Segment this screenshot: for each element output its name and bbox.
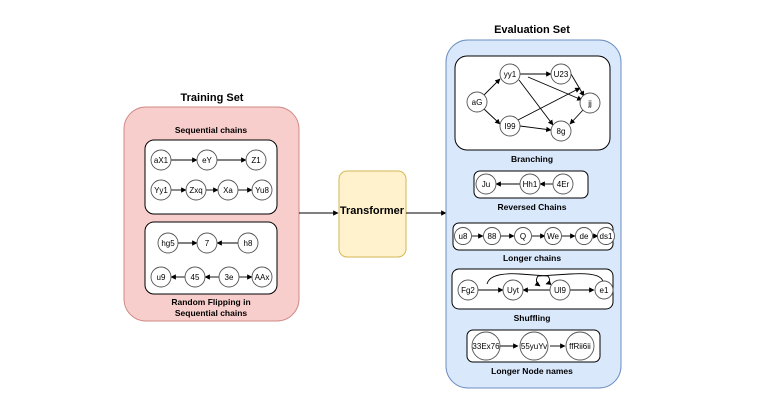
reversed-chains-label: Reversed Chains	[498, 202, 567, 212]
chain-node	[454, 227, 472, 245]
chain-node	[237, 232, 259, 254]
chain-node	[150, 149, 172, 171]
random-flipping-label-line1: Random Flipping in	[171, 297, 250, 307]
training-set-title: Training Set	[181, 92, 244, 104]
chain-node	[502, 279, 524, 301]
node-label: Fg2	[461, 286, 475, 295]
node-label: ds1	[600, 232, 613, 241]
branch-node	[550, 63, 572, 85]
chain-node	[251, 179, 273, 201]
transformer-label: Transformer	[340, 205, 405, 217]
node-label: Hh1	[523, 180, 538, 189]
node-label: Yu8	[255, 186, 269, 195]
node-label: I99	[504, 122, 516, 131]
branch-node	[579, 92, 601, 114]
node-label: ffRii6ii	[569, 342, 591, 351]
node-label: e1	[600, 286, 609, 295]
chain-node	[218, 266, 240, 288]
longer-node-names-label: Longer Node names	[491, 366, 573, 376]
chain-node	[519, 173, 541, 195]
node-label: eY	[202, 156, 212, 165]
chain-node	[150, 266, 172, 288]
node-label: de	[580, 232, 589, 241]
chain-node	[471, 331, 501, 361]
chain-node	[483, 227, 501, 245]
chain-node	[196, 149, 218, 171]
chain-node	[552, 173, 574, 195]
node-label: u9	[157, 273, 166, 282]
branch-node	[499, 115, 521, 137]
chain-node	[185, 179, 207, 201]
random-flipping-label-line2: Sequential chains	[175, 308, 248, 318]
node-label: Xa	[223, 186, 233, 195]
chain-node	[594, 280, 614, 300]
chain-node	[575, 227, 593, 245]
node-label: 3e	[225, 273, 234, 282]
node-label: U23	[554, 70, 569, 79]
shuffling-label: Shuffling	[514, 313, 551, 323]
node-label: yy1	[504, 70, 517, 79]
branching-label: Branching	[511, 154, 553, 164]
chain-node	[544, 227, 562, 245]
node-label: jj	[587, 99, 592, 108]
evaluation-set-title: Evaluation Set	[494, 24, 570, 36]
node-label: Z1	[251, 156, 261, 165]
chain-node	[565, 331, 595, 361]
node-label: 7	[205, 239, 210, 248]
branching-box	[454, 55, 611, 151]
chain-node	[196, 232, 218, 254]
node-label: u8	[459, 232, 468, 241]
transformer-box	[338, 170, 407, 258]
node-label: h8	[244, 239, 253, 248]
chain-node	[549, 279, 571, 301]
branch-node	[499, 63, 521, 85]
chain-node	[457, 279, 479, 301]
node-label: 55yuYv	[521, 342, 547, 351]
chain-node	[245, 149, 267, 171]
chain-node	[597, 227, 615, 245]
node-label: hg5	[161, 239, 175, 248]
node-label: Ul9	[554, 286, 567, 295]
chain-node	[150, 179, 172, 201]
node-label: 33Ex76	[472, 342, 500, 351]
branch-node	[466, 91, 488, 113]
branch-node	[550, 120, 572, 142]
node-label: Ju	[482, 180, 490, 189]
chain-node	[475, 173, 497, 195]
node-label: aG	[472, 98, 483, 107]
chain-node	[157, 232, 179, 254]
node-label: aX1	[154, 156, 169, 165]
node-label: Q	[520, 232, 526, 241]
node-label: Uyt	[507, 286, 520, 295]
chain-node	[519, 331, 549, 361]
node-label: 4Er	[557, 180, 570, 189]
node-label: 45	[191, 273, 200, 282]
chain-node	[217, 179, 239, 201]
chain-node	[514, 227, 532, 245]
chain-node	[184, 266, 206, 288]
node-label: Zxq	[189, 186, 202, 195]
node-label: 88	[488, 232, 497, 241]
node-label: 8g	[557, 127, 566, 136]
node-label: Yy1	[154, 186, 168, 195]
node-label: We	[547, 232, 559, 241]
chain-node	[251, 266, 273, 288]
longer-chains-label: Longer chains	[503, 253, 561, 263]
sequential-chains-label: Sequential chains	[175, 125, 248, 135]
node-label: AAx	[255, 273, 270, 282]
